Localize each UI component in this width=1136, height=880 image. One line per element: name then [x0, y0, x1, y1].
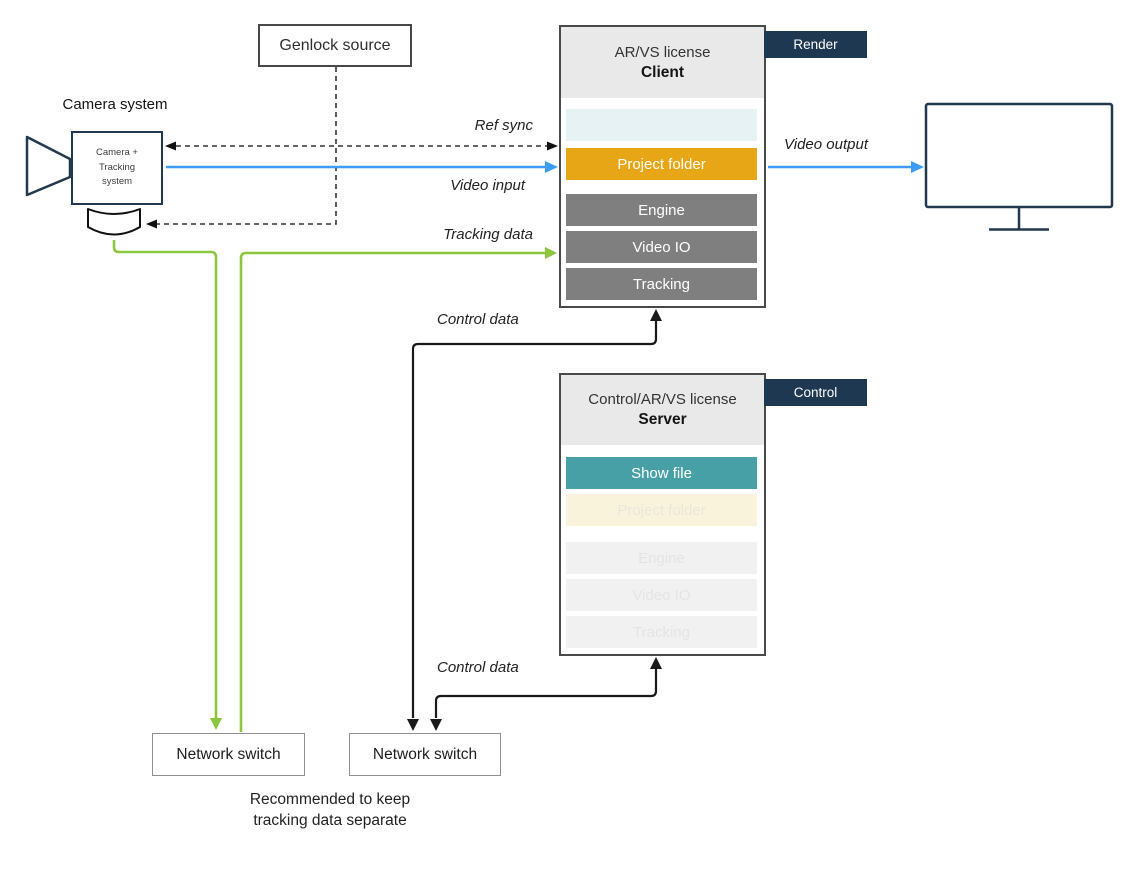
control-client-line: [411, 320, 658, 718]
server-license-label: Control/AR/VS license: [588, 391, 737, 408]
control-tag: Control: [764, 379, 867, 406]
client-row-tracking: Tracking: [566, 268, 757, 300]
tracking-to-client-line: [239, 251, 545, 732]
client-node-header: AR/VS license Client: [561, 27, 764, 98]
video-output-arrowhead: [911, 161, 924, 173]
camera-system-title: Camera system: [62, 96, 168, 113]
server-row-engine: Engine: [566, 542, 757, 574]
server-node: Control/AR/VS license Server Show file P…: [559, 373, 766, 656]
client-license-label: AR/VS license: [614, 43, 711, 61]
tracking-to-client-arrowhead: [545, 247, 557, 259]
server-row-show-file: Show file: [566, 457, 757, 489]
client-row-engine: Engine: [566, 194, 757, 226]
control-server-line: [434, 668, 658, 718]
client-title: Client: [640, 63, 685, 81]
server-node-header: Control/AR/VS license Server: [561, 375, 764, 445]
server-row-video-io: Video IO: [566, 579, 757, 611]
network-switch-right-label: Network switch: [372, 745, 478, 763]
control-data-top-label: Control data: [437, 311, 519, 328]
server-row-tracking: Tracking: [566, 616, 757, 648]
monitor-stand-icon: [989, 207, 1049, 231]
ref-sync-right-arrowhead: [547, 141, 558, 151]
tracking-sensor-icon: [87, 208, 141, 236]
server-title: Server: [638, 411, 687, 428]
client-node: AR/VS license Client Project folder Engi…: [559, 25, 766, 308]
video-input-label: Video input: [450, 177, 525, 194]
genlock-sync-line: [157, 67, 337, 225]
video-output-label: Video output: [784, 136, 868, 153]
monitor-icon: [924, 102, 1114, 209]
render-tag: Render: [764, 31, 867, 58]
client-row-video-io: Video IO: [566, 231, 757, 263]
ref-sync-left-arrowhead: [165, 141, 176, 151]
control-server-switch-arrowhead: [430, 719, 442, 731]
tracking-to-switch-line: [112, 240, 218, 718]
genlock-source-box: Genlock source: [258, 24, 412, 67]
tracking-recommendation-note: Recommended to keep tracking data separa…: [249, 791, 411, 829]
ref-sync-label: Ref sync: [474, 117, 533, 134]
video-input-arrowhead: [545, 161, 558, 173]
control-client-node-arrowhead: [650, 309, 662, 321]
tracking-to-switch-arrowhead: [210, 718, 222, 730]
camera-lens-icon: [25, 135, 72, 197]
genlock-to-tracking-arrowhead: [146, 219, 157, 229]
genlock-source-label: Genlock source: [279, 36, 391, 54]
network-switch-left-box: Network switch: [152, 733, 305, 776]
client-row-placeholder: [566, 109, 757, 141]
network-switch-right-box: Network switch: [349, 733, 501, 776]
control-data-bottom-label: Control data: [437, 659, 519, 676]
control-server-node-arrowhead: [650, 657, 662, 669]
control-client-switch-arrowhead: [407, 719, 419, 731]
network-switch-left-label: Network switch: [176, 745, 281, 763]
tracking-data-label: Tracking data: [443, 226, 533, 243]
client-row-project-folder: Project folder: [566, 148, 757, 180]
server-row-project-folder: Project folder: [566, 494, 757, 526]
camera-body-box: Camera + Tracking system: [71, 131, 163, 205]
